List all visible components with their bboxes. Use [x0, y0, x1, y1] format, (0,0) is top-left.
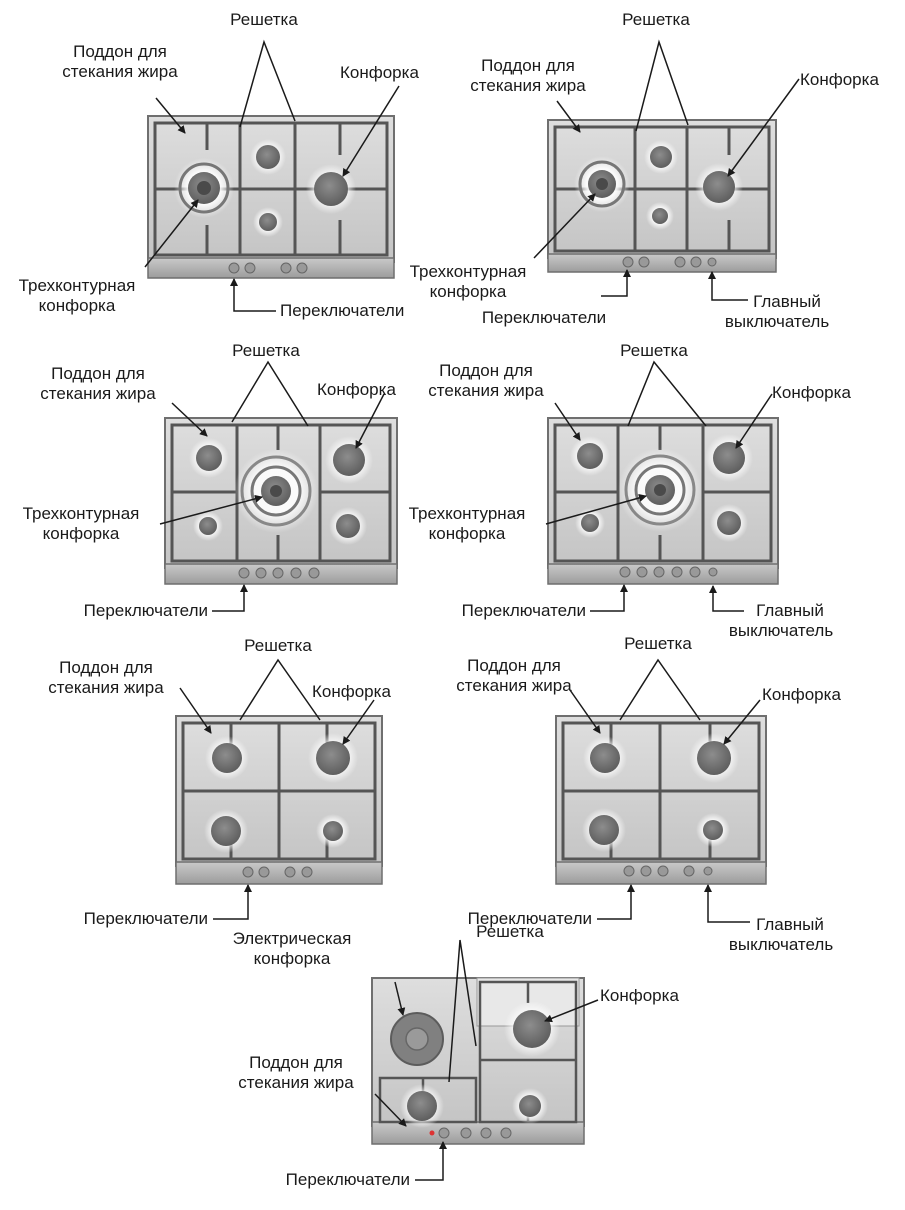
label-main-switch-line2: выключатель	[708, 312, 846, 332]
label-grate: Решетка	[608, 10, 704, 30]
label-main-switch-line1: Главный	[738, 915, 842, 935]
label-grease-tray-line1: Поддон для	[418, 361, 554, 381]
label-triple-burner-line2: конфорка	[390, 524, 544, 544]
label-main-switch-line1: Главный	[738, 601, 842, 621]
burner	[713, 442, 745, 474]
label-triple-burner-line2: конфорка	[4, 296, 150, 316]
burner	[196, 445, 222, 471]
label-grease-tray-line1: Поддон для	[52, 42, 188, 62]
burner	[333, 444, 365, 476]
label-grate: Решетка	[218, 341, 314, 361]
hob-7	[372, 978, 584, 1144]
label-grease-tray-line1: Поддон для	[460, 56, 596, 76]
label-burner: Конфорка	[340, 63, 419, 83]
label-grate: Решетка	[606, 341, 702, 361]
label-grate: Решетка	[610, 634, 706, 654]
label-grease-tray-line2: стекания жира	[418, 381, 554, 401]
burner	[212, 743, 242, 773]
burner	[581, 514, 599, 532]
label-grate: Решетка	[230, 636, 326, 656]
label-switches: Переключатели	[280, 301, 404, 321]
label-grease-tray-line2: стекания жира	[460, 76, 596, 96]
label-switches: Переключатели	[406, 601, 586, 621]
label-triple-burner-line2: конфорка	[4, 524, 158, 544]
burner	[697, 741, 731, 775]
label-grease-tray-line1: Поддон для	[38, 658, 174, 678]
label-triple-burner-line1: Трехконтурная	[394, 262, 542, 282]
label-grate: Решетка	[462, 922, 558, 942]
hob-1	[148, 116, 394, 278]
burner	[256, 145, 280, 169]
label-grease-tray-line2: стекания жира	[52, 62, 188, 82]
burner	[717, 511, 741, 535]
label-burner: Конфорка	[600, 986, 679, 1006]
burner	[703, 820, 723, 840]
label-switches: Переключатели	[220, 1170, 410, 1190]
label-grease-tray-line2: стекания жира	[446, 676, 582, 696]
label-main-switch-line2: выключатель	[712, 621, 850, 641]
label-grease-tray-line1: Поддон для	[30, 364, 166, 384]
indicator-light	[430, 1131, 435, 1136]
hob-2	[548, 120, 776, 272]
burner	[589, 815, 619, 845]
label-triple-burner-line1: Трехконтурная	[4, 276, 150, 296]
label-electric-burner-line2: конфорка	[212, 949, 372, 969]
label-main-switch-line1: Главный	[728, 292, 846, 312]
burner	[316, 741, 350, 775]
burner	[259, 213, 277, 231]
label-switches: Переключатели	[30, 601, 208, 621]
hob-5	[176, 716, 382, 884]
hob-3	[165, 418, 397, 584]
label-grease-tray-line2: стекания жира	[30, 384, 166, 404]
burner	[323, 821, 343, 841]
burner	[513, 1010, 551, 1048]
label-grease-tray-line1: Поддон для	[446, 656, 582, 676]
burner	[650, 146, 672, 168]
label-main-switch-line2: выключатель	[712, 935, 850, 955]
label-burner: Конфорка	[762, 685, 841, 705]
label-burner: Конфорка	[772, 383, 851, 403]
label-switches: Переключатели	[20, 909, 208, 929]
label-triple-burner-line2: конфорка	[394, 282, 542, 302]
burner	[407, 1091, 437, 1121]
label-grease-tray-line2: стекания жира	[38, 678, 174, 698]
burner	[211, 816, 241, 846]
burner	[577, 443, 603, 469]
burner	[519, 1095, 541, 1117]
label-electric-burner-line1: Электрическая	[212, 929, 372, 949]
label-burner: Конфорка	[312, 682, 391, 702]
burner	[703, 171, 735, 203]
hob-6	[556, 716, 766, 884]
label-grease-tray-line1: Поддон для	[216, 1053, 376, 1073]
label-triple-burner-line1: Трехконтурная	[4, 504, 158, 524]
burner	[336, 514, 360, 538]
label-switches: Переключатели	[470, 308, 618, 328]
burner	[199, 517, 217, 535]
label-burner: Конфорка	[317, 380, 396, 400]
label-grease-tray-line2: стекания жира	[216, 1073, 376, 1093]
burner	[652, 208, 668, 224]
label-triple-burner-line1: Трехконтурная	[390, 504, 544, 524]
label-burner: Конфорка	[800, 70, 879, 90]
label-grate: Решетка	[216, 10, 312, 30]
burner	[590, 743, 620, 773]
hob-4	[548, 418, 778, 584]
burner	[314, 172, 348, 206]
